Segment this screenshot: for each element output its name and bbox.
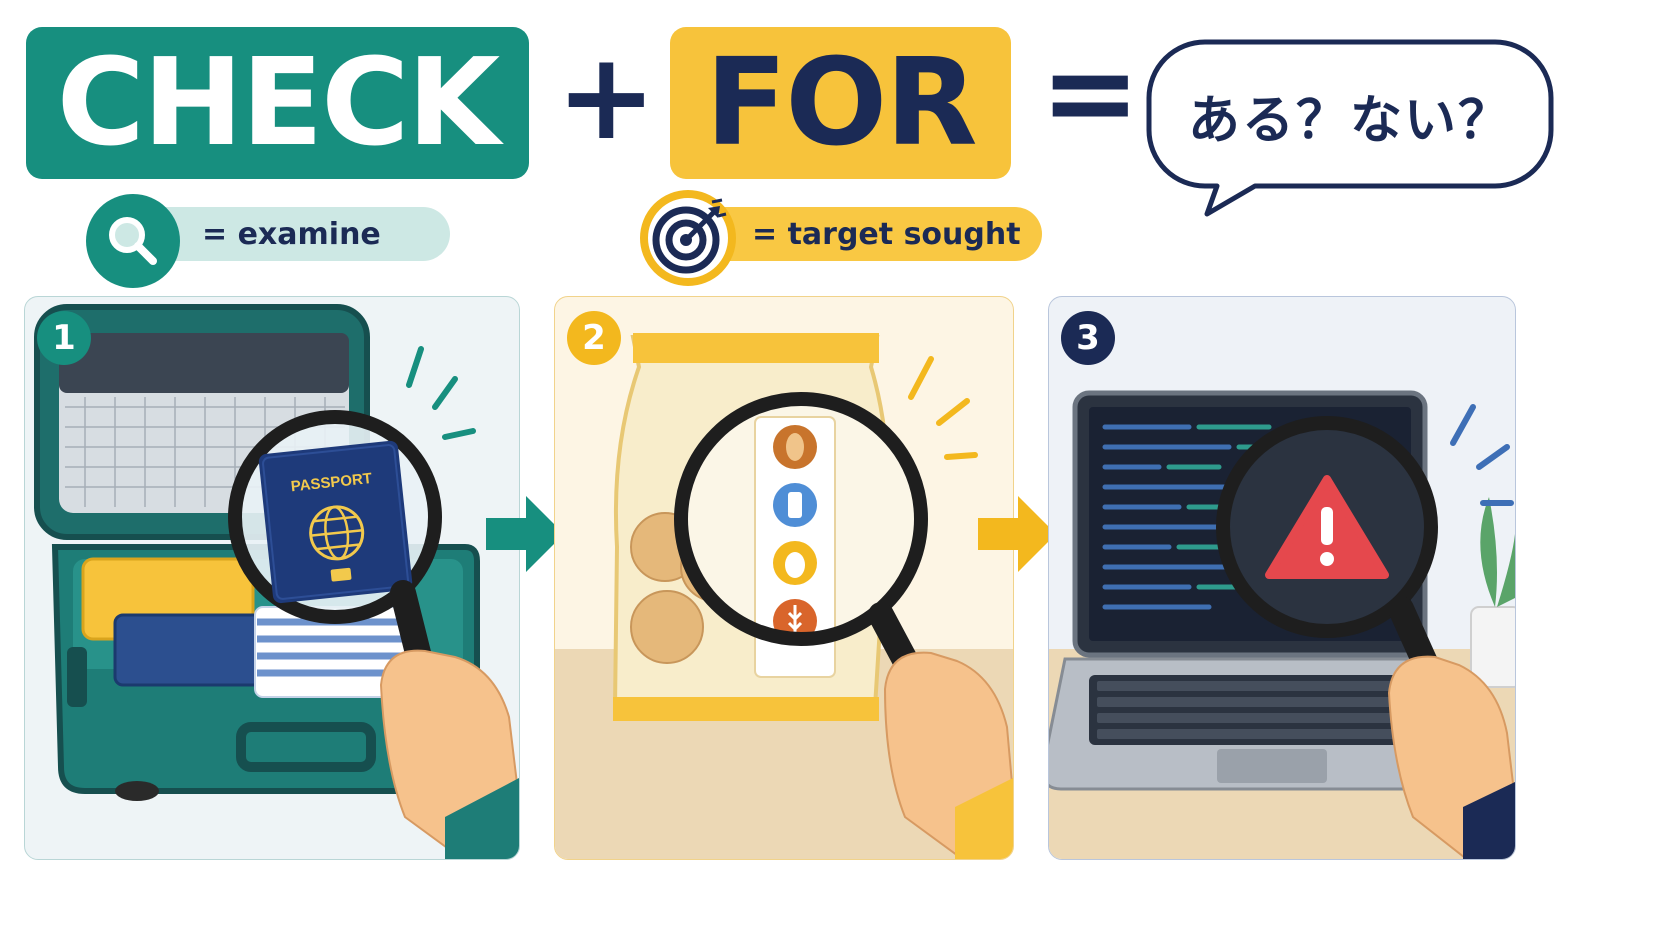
target-arrow-icon — [640, 190, 736, 286]
for-word-box: FOR — [670, 27, 1011, 179]
step-3-panel: 3 — [1048, 296, 1516, 860]
step-badge: 3 — [1061, 311, 1115, 365]
check-word-box: CHECK — [26, 27, 529, 179]
examine-definition-text: = examine — [202, 216, 381, 252]
step-badge: 1 — [37, 311, 91, 365]
speech-text: ある？ない？ — [1187, 90, 1512, 151]
examine-definition: = examine — [130, 207, 450, 261]
suitcase-scene: PASSPORT — [34, 304, 519, 859]
plus-sign: + — [556, 28, 657, 167]
target-definition-text: = target sought — [752, 216, 1021, 252]
step-1-panel: 1 PASSPORT — [24, 296, 520, 860]
speech-bubble — [1146, 39, 1554, 217]
laptop-scene — [1049, 390, 1515, 859]
magnifier-icon — [86, 194, 180, 288]
snack-scene — [555, 333, 1013, 859]
equals-sign: = — [1040, 24, 1141, 163]
next-step-arrow-icon — [978, 496, 1056, 572]
step-badge: 2 — [567, 311, 621, 365]
check-word: CHECK — [56, 33, 501, 173]
step-2-panel: 2 — [554, 296, 1014, 860]
next-step-arrow-icon — [486, 496, 564, 572]
target-definition: = target sought — [690, 207, 1042, 261]
for-word: FOR — [705, 33, 977, 173]
